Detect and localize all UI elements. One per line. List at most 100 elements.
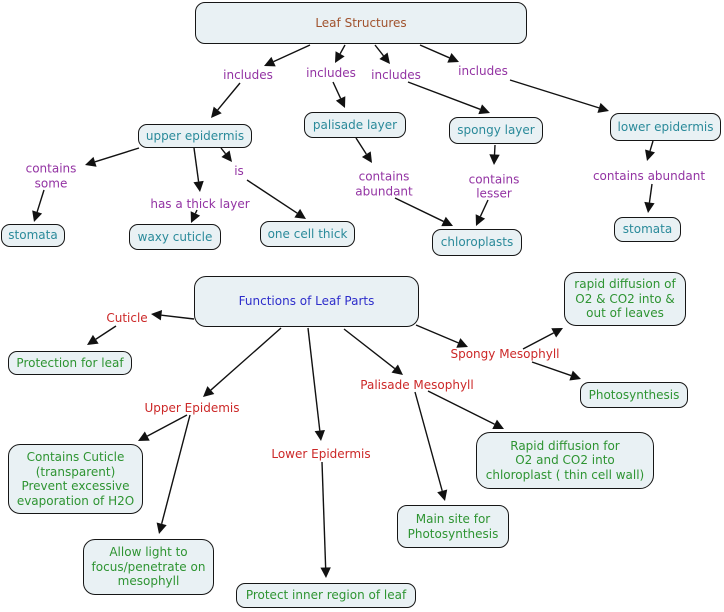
arrow-contains-lesser-to-chloroplasts: [475, 199, 489, 226]
arrow-upper-epidermis-to-contains-some: [85, 147, 140, 167]
label-includes-3: includes: [371, 68, 421, 83]
node-lower-epidermis-line: lower epidermis: [617, 119, 714, 134]
node-chloroplasts: chloroplasts: [432, 229, 522, 256]
node-contains-cuticle-line: Contains Cuticle: [26, 450, 125, 464]
node-allow-light-line: focus/penetrate on: [91, 559, 206, 574]
arrow-palisade-to-rapid-diffusion-chloroplast: [427, 390, 504, 429]
label-contains-abundant-lower: contains abundant: [593, 168, 705, 183]
node-allow-light-line: Allow light to: [109, 545, 188, 560]
node-rapid-diffusion-leaves-line: O2 & CO2 into &: [575, 291, 675, 306]
node-protection-for-leaf-line: Protection for leaf: [16, 355, 124, 370]
node-contains-cuticle: Contains Cuticle(transparent)Prevent exc…: [8, 444, 143, 514]
arrow-includes-3-to-spongy-layer: [407, 81, 490, 115]
node-leaf-structures: Leaf Structures: [195, 2, 527, 44]
arrow-leaf-structures-to-includes-2: [335, 44, 346, 63]
arrow-cuticle-to-protection-for-leaf: [87, 325, 117, 345]
node-functions-of-leaf-parts-line: Functions of Leaf Parts: [238, 294, 375, 309]
arrow-contains-abundant-to-chloroplasts: [394, 197, 453, 227]
node-spongy-layer: spongy layer: [449, 117, 543, 144]
arrow-spongy-to-rapid-diffusion-leaves: [522, 328, 563, 350]
arrow-is-to-one-cell-thick: [246, 179, 306, 219]
arrow-includes-4-to-lower-epidermis: [509, 79, 609, 113]
node-waxy-cuticle-line: waxy cuticle: [137, 229, 213, 244]
node-stomata-left-line: stomata: [8, 228, 58, 243]
node-contains-cuticle-line: evaporation of H2O: [16, 493, 135, 508]
label-has-a-thick-layer: has a thick layer: [150, 197, 249, 212]
node-rapid-diffusion-leaves-line: out of leaves: [586, 306, 664, 321]
label-contains-some-line: some: [34, 176, 68, 190]
node-one-cell-thick: one cell thick: [260, 221, 355, 247]
node-rapid-diffusion-leaves-line: rapid diffusion of: [574, 277, 676, 292]
node-stomata-right-line: stomata: [622, 222, 673, 237]
label-lower-epidermis-function: Lower Epidermis: [271, 446, 370, 461]
arrow-leaf-structures-to-includes-3: [374, 44, 390, 64]
node-leaf-structures-line: Leaf Structures: [315, 15, 407, 30]
node-protect-inner-region: Protect inner region of leaf: [236, 583, 416, 608]
node-protection-for-leaf: Protection for leaf: [8, 351, 132, 375]
arrow-includes-1-to-upper-epidermis: [211, 82, 241, 118]
arrow-functions-to-palisade-mesophyll: [343, 328, 403, 375]
label-palisade-mesophyll-line: Palisade Mesophyll: [360, 377, 474, 392]
label-is: is: [234, 164, 244, 179]
arrow-lower-epidermis-to-contains-abundant: [645, 140, 655, 161]
label-cuticle-line: Cuticle: [106, 310, 148, 325]
label-upper-epidemis-line: Upper Epidemis: [144, 400, 240, 415]
node-main-site-photosynthesis-line: Photosynthesis: [407, 526, 499, 541]
arrow-contains-abundant-to-stomata: [644, 183, 655, 213]
arrow-functions-to-spongy-mesophyll: [415, 324, 468, 348]
label-contains-abundant-palisade-line: abundant: [355, 184, 413, 198]
node-main-site-photosynthesis-line: Main site for: [415, 512, 491, 526]
arrow-spongy-to-photosynthesis: [531, 361, 581, 381]
node-palisade-layer: palisade layer: [304, 112, 406, 138]
node-stomata-right: stomata: [614, 217, 681, 242]
node-photosynthesis: Photosynthesis: [580, 382, 688, 408]
node-photosynthesis-line: Photosynthesis: [588, 387, 680, 402]
label-contains-some-line: contains: [25, 161, 77, 176]
node-rapid-diffusion-chloroplast-line: O2 and CO2 into: [515, 453, 615, 468]
label-spongy-mesophyll: Spongy Mesophyll: [450, 347, 559, 362]
label-spongy-mesophyll-line: Spongy Mesophyll: [450, 346, 560, 361]
arrow-leaf-structures-to-includes-4: [419, 44, 459, 63]
node-allow-light-line: mesophyll: [117, 574, 180, 589]
arrow-includes-2-to-palisade-layer: [332, 81, 346, 108]
arrow-upper-epidermis-to-has-a-thick-layer: [193, 147, 204, 192]
arrow-functions-to-lower-epidermis: [307, 327, 325, 441]
node-chloroplasts-line: chloroplasts: [440, 235, 514, 250]
arrow-upper-epidemis-to-allow-light: [156, 414, 191, 534]
node-upper-epidermis: upper epidermis: [138, 124, 252, 148]
node-rapid-diffusion-chloroplast-line: Rapid diffusion for: [510, 438, 620, 453]
node-waxy-cuticle: waxy cuticle: [129, 224, 221, 250]
label-upper-epidemis: Upper Epidemis: [145, 400, 240, 415]
label-contains-lesser-line: lesser: [476, 186, 512, 201]
label-contains-lesser-line: contains: [468, 172, 520, 186]
arrow-functions-to-upper-epidemis: [203, 327, 282, 397]
label-contains-abundant-lower-line: contains abundant: [592, 168, 706, 183]
node-protect-inner-region-line: Protect inner region of leaf: [245, 588, 407, 603]
arrow-leaf-structures-to-includes-1: [264, 44, 311, 67]
label-includes-4-line: includes: [458, 63, 508, 78]
arrow-spongy-layer-to-contains-lesser: [489, 144, 500, 165]
label-includes-2-line: includes: [306, 65, 356, 80]
arrow-contains-some-to-stomata: [32, 189, 45, 222]
node-one-cell-thick-line: one cell thick: [267, 226, 348, 241]
node-functions-of-leaf-parts: Functions of Leaf Parts: [194, 276, 419, 327]
label-contains-abundant-palisade-line: contains: [358, 169, 410, 184]
arrow-palisade-layer-to-contains-abundant: [355, 137, 372, 163]
label-includes-2: includes: [306, 66, 356, 81]
arrow-palisade-to-main-site: [414, 391, 448, 501]
arrow-has-a-thick-layer-to-waxy-cuticle: [190, 209, 201, 223]
node-spongy-layer-line: spongy layer: [457, 123, 535, 138]
label-has-a-thick-layer-line: has a thick layer: [150, 196, 250, 211]
node-contains-cuticle-line: (transparent): [35, 464, 116, 479]
arrow-upper-epidemis-to-contains-cuticle: [138, 414, 188, 441]
node-stomata-left: stomata: [1, 224, 65, 247]
label-includes-1-line: includes: [223, 67, 273, 82]
